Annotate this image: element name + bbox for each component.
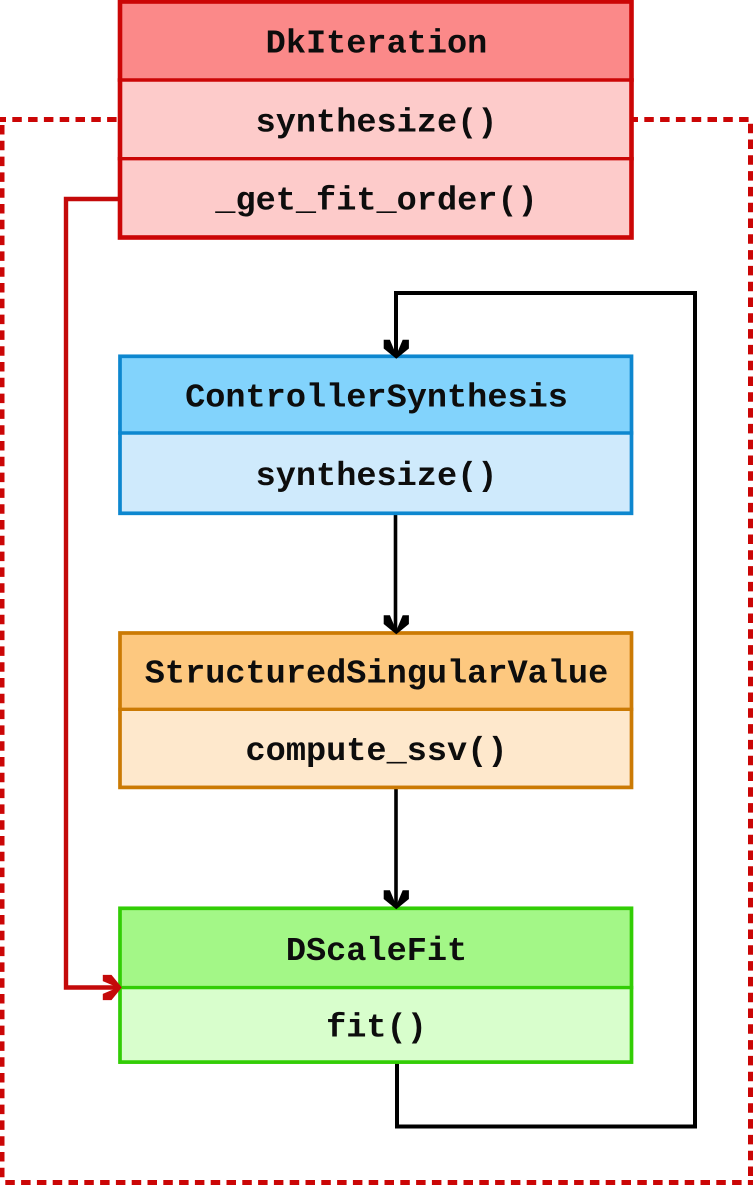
svg-text:_get_fit_order(): _get_fit_order()	[214, 183, 537, 221]
svg-text:synthesize(): synthesize()	[256, 458, 498, 496]
svg-text:DScaleFit: DScaleFit	[286, 933, 467, 971]
svg-text:StructuredSingularValue: StructuredSingularValue	[145, 656, 608, 694]
svg-text:DkIteration: DkIteration	[266, 25, 488, 63]
svg-text:compute_ssv(): compute_ssv()	[246, 733, 508, 771]
svg-text:synthesize(): synthesize()	[256, 105, 498, 143]
svg-text:fit(): fit()	[326, 1010, 427, 1048]
svg-text:ControllerSynthesis: ControllerSynthesis	[185, 379, 568, 417]
